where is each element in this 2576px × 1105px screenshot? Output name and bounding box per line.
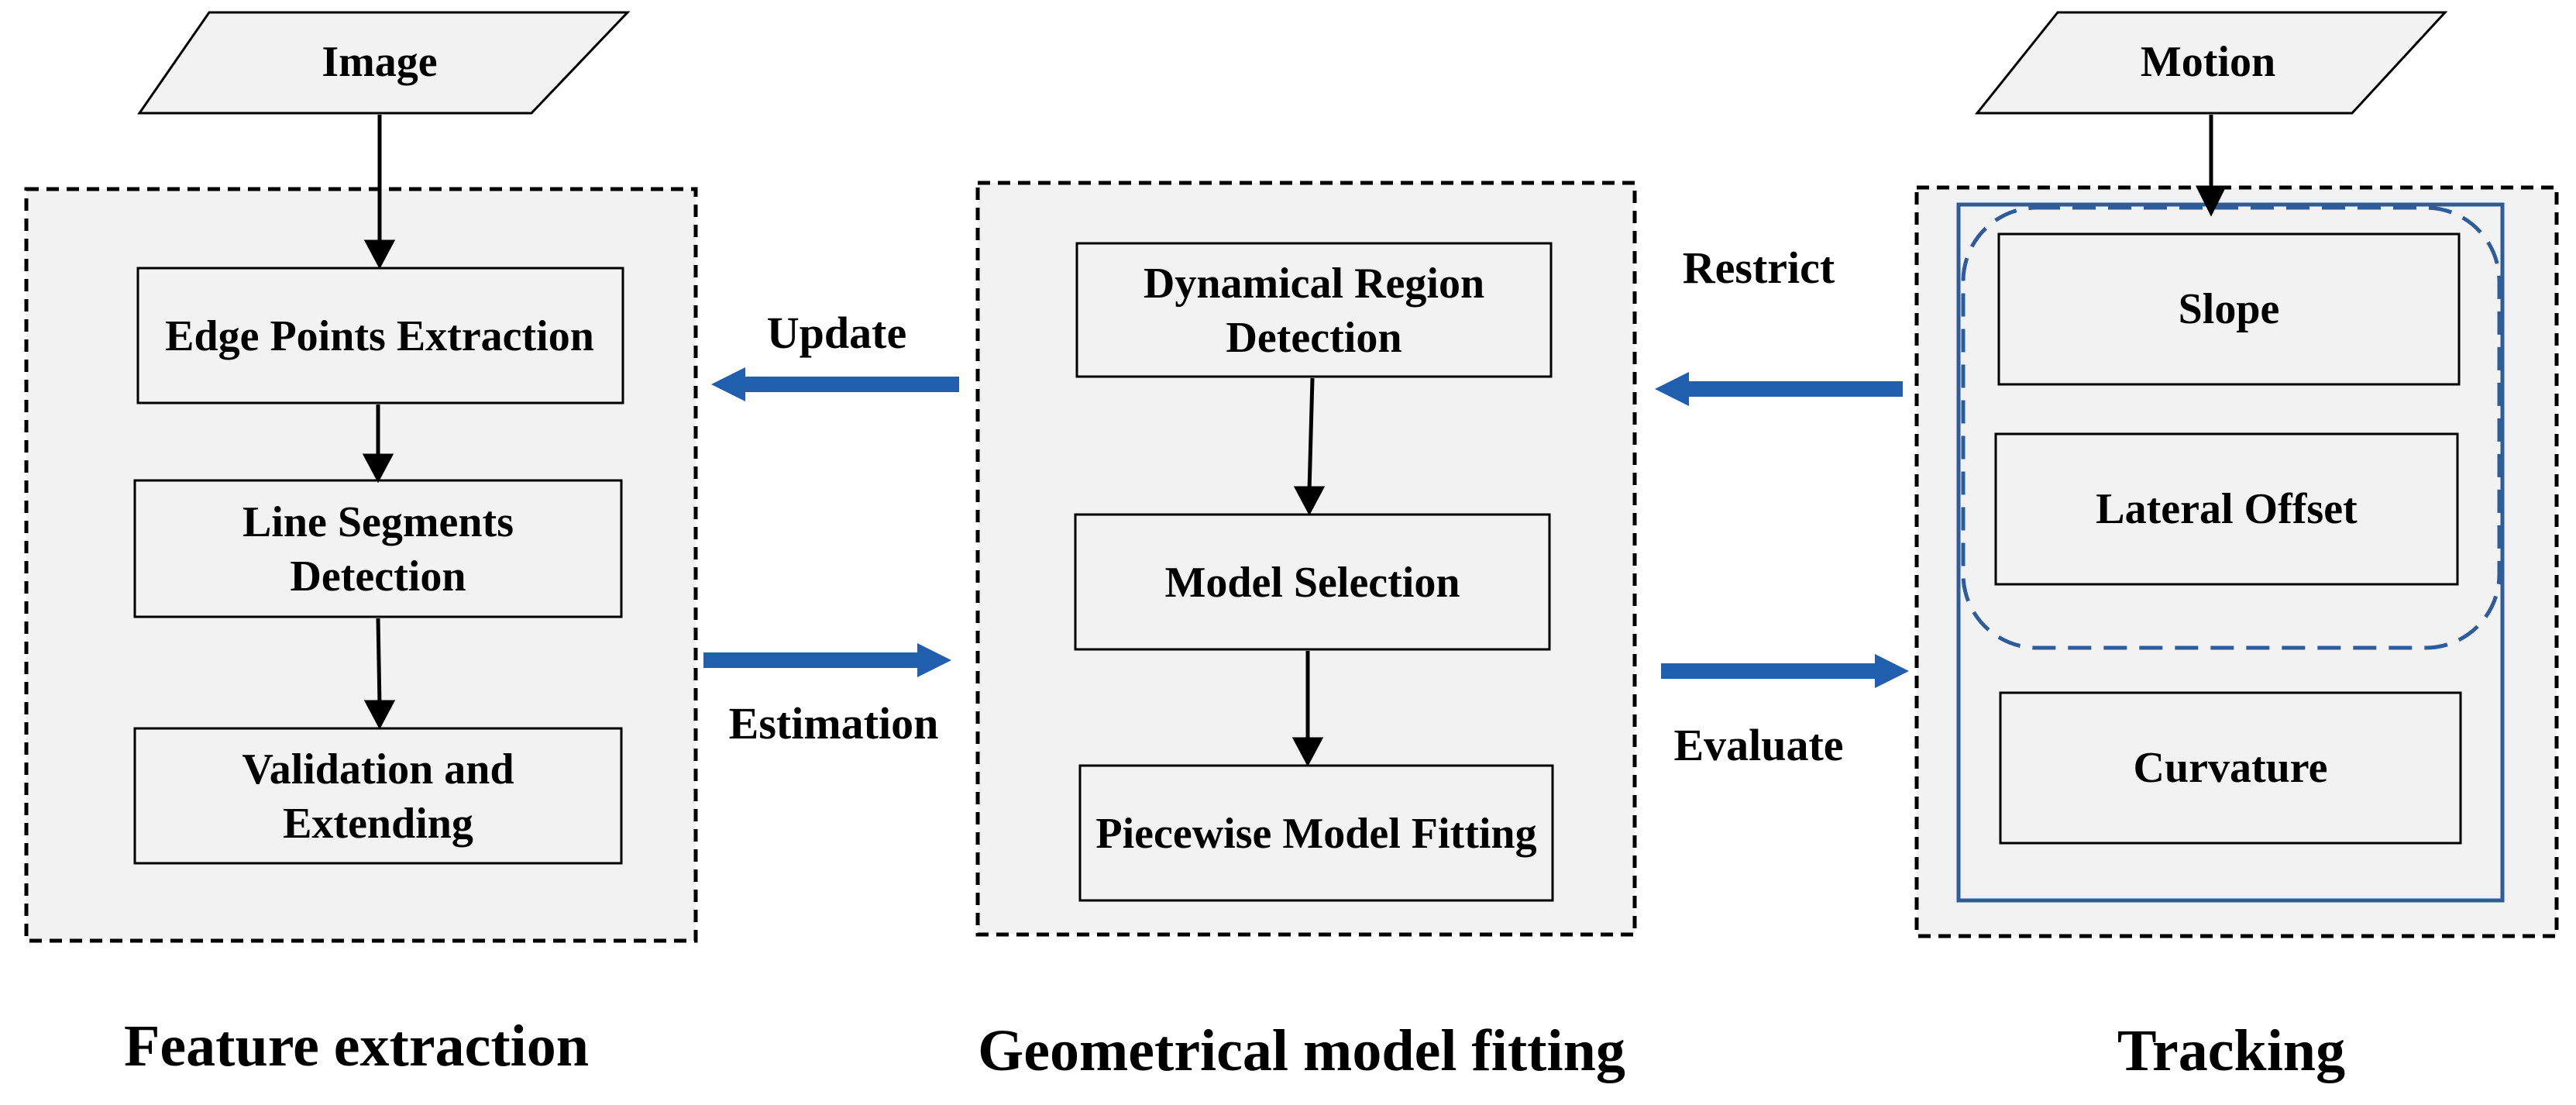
dynamical-region-label: Dynamical Region Detection (1143, 260, 1485, 362)
curvature-label: Curvature (2133, 744, 2328, 792)
restrict-label: Restrict (1682, 242, 1835, 293)
edge-to-line-arrowhead (362, 453, 394, 484)
line-segments-label: Line Segments Detection (242, 498, 514, 601)
validation-label: Validation and Extending (242, 745, 514, 848)
restrict-arrow (1655, 372, 1903, 406)
region-to-selection-arrowhead (1293, 486, 1326, 516)
dynamical-region-box (1075, 242, 1553, 378)
feature-extraction-caption: Feature extraction (123, 1013, 590, 1079)
selection-to-piecewise-arrowhead (1291, 737, 1324, 767)
line-to-validation-arrowhead (363, 700, 396, 730)
model-selection-box (1074, 513, 1551, 651)
validation-box (133, 727, 623, 865)
estimation-label: Estimation (728, 697, 939, 749)
motion-to-tracking-arrowhead (2195, 185, 2227, 217)
tracking-dashed-group (1961, 205, 2502, 650)
tracking-caption: Tracking (2117, 1017, 2346, 1083)
evaluate-label: Evaluate (1673, 719, 1844, 770)
evaluate-arrow (1661, 654, 1909, 688)
edge-points-box (136, 267, 624, 404)
image-input-label: Image (322, 38, 438, 86)
image-input-shape (137, 11, 631, 115)
line-to-validation-arrow (376, 618, 382, 706)
piecewise-model-label: Piecewise Model Fitting (1095, 810, 1537, 858)
curvature-box (1999, 691, 2462, 845)
image-to-edge-arrowhead (363, 239, 396, 270)
slope-box (1997, 232, 2461, 386)
edge-points-label: Edge Points Extraction (165, 312, 594, 360)
motion-input-shape (1974, 11, 2448, 115)
lateral-offset-label: Lateral Offset (2096, 485, 2358, 533)
update-arrow (711, 367, 959, 401)
estimation-arrow (703, 643, 951, 677)
lateral-offset-box (1994, 432, 2459, 586)
update-label: Update (766, 307, 907, 358)
piecewise-model-box (1078, 764, 1554, 902)
model-selection-label: Model Selection (1164, 559, 1460, 607)
slope-label: Slope (2178, 285, 2280, 333)
motion-input-label: Motion (2140, 38, 2276, 86)
tracking-inner-frame (1956, 202, 2505, 903)
region-to-selection-arrow (1307, 377, 1315, 492)
model-fitting-caption: Geometrical model fitting (978, 1017, 1625, 1083)
line-segments-box (133, 479, 623, 618)
